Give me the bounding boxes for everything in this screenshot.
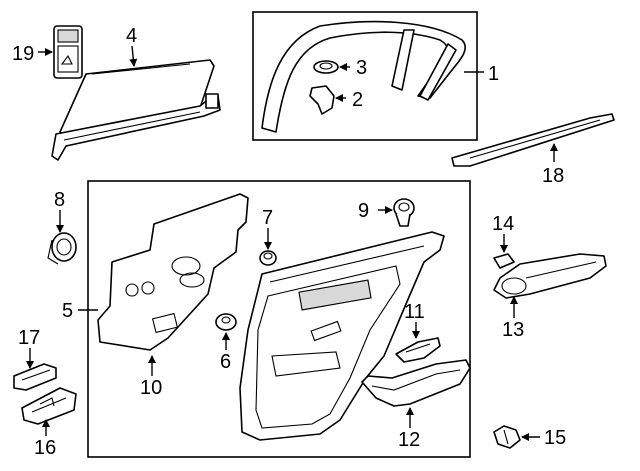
callout-4: 4 [126, 25, 137, 47]
door-handle-part-11 [395, 337, 441, 363]
callout-5: 5 [62, 300, 73, 322]
door-panel-group-frame [87, 180, 471, 458]
callout-2: 2 [352, 89, 363, 111]
callout-1: 1 [488, 63, 499, 85]
callout-7: 7 [262, 207, 273, 229]
callout-16: 16 [34, 437, 56, 459]
callout-14: 14 [492, 213, 514, 235]
callout-11: 11 [404, 301, 425, 323]
leader-lines [26, 45, 558, 441]
callout-8: 8 [54, 189, 65, 211]
window-frame-trim [261, 20, 467, 133]
cap-part-15 [493, 425, 521, 449]
callout-18: 18 [542, 165, 564, 187]
switch-part-19 [53, 25, 83, 79]
clip-part-14 [493, 253, 515, 269]
fastener-part-7 [259, 250, 277, 266]
callout-9: 9 [358, 200, 369, 222]
callout-17: 17 [18, 327, 40, 349]
push-pin-part-6 [215, 313, 237, 331]
weatherstrip-group-frame [252, 11, 478, 141]
callout-12: 12 [398, 429, 420, 451]
water-shield-part-10 [97, 193, 249, 351]
callout-6: 6 [220, 351, 231, 373]
clip-part-3 [313, 60, 339, 74]
callout-19: 19 [12, 43, 34, 65]
sunshade-part-4 [51, 59, 221, 161]
callout-3: 3 [356, 57, 367, 79]
speaker-part-8 [47, 232, 77, 265]
plug-part-9 [393, 198, 415, 227]
armrest-part-12 [361, 359, 471, 407]
bracket-part-17 [13, 363, 57, 391]
callout-10: 10 [140, 377, 162, 399]
sill-strip-part-18 [451, 113, 615, 167]
bracket-part-2 [309, 85, 335, 115]
bracket-part-16 [21, 387, 77, 425]
trim-insert-part-13 [493, 253, 607, 299]
callout-13: 13 [502, 319, 524, 341]
callout-15: 15 [544, 427, 566, 449]
